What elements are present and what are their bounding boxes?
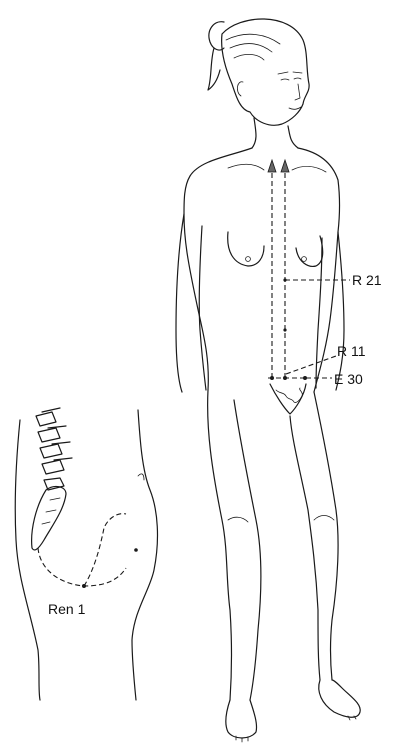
label-e30: E 30 bbox=[334, 371, 363, 387]
nipple-left bbox=[246, 257, 251, 262]
inset-navel bbox=[138, 474, 144, 480]
toes bbox=[236, 716, 356, 742]
ear bbox=[237, 82, 243, 96]
right-leg bbox=[290, 392, 338, 680]
sacrum-segments bbox=[42, 498, 60, 524]
breast-right bbox=[296, 236, 323, 266]
label-r11: R 11 bbox=[337, 343, 366, 359]
hair-strands bbox=[226, 34, 280, 60]
arrow-up-right bbox=[281, 160, 289, 172]
right-torso-edge bbox=[298, 148, 340, 392]
vertebrae bbox=[36, 408, 72, 490]
right-foot bbox=[319, 680, 360, 717]
knees bbox=[228, 516, 334, 523]
arrow-up-left bbox=[268, 160, 276, 172]
sacrum bbox=[32, 487, 66, 550]
label-r21: R 21 bbox=[352, 272, 382, 288]
inset-back-contour bbox=[15, 420, 40, 700]
point-dot-left bbox=[270, 376, 274, 380]
pubic-hair bbox=[276, 388, 302, 403]
face-features bbox=[278, 72, 302, 109]
neck bbox=[252, 118, 298, 148]
clavicles bbox=[228, 164, 326, 172]
left-arm bbox=[176, 214, 206, 392]
left-leg bbox=[208, 390, 261, 700]
label-ren1: Ren 1 bbox=[48, 601, 86, 617]
left-torso-edge bbox=[184, 148, 252, 390]
r11-leader bbox=[286, 356, 336, 374]
midline-dot bbox=[283, 328, 286, 331]
nipple-right bbox=[302, 257, 307, 262]
ren-meridian-lower bbox=[38, 548, 126, 586]
inset-front-contour bbox=[132, 410, 157, 700]
breast-left bbox=[228, 232, 264, 266]
hair-bun bbox=[208, 22, 224, 90]
standing-figure bbox=[176, 19, 360, 742]
inset-figure bbox=[15, 408, 157, 700]
inset-front-dot bbox=[134, 548, 138, 552]
left-foot bbox=[226, 700, 257, 738]
point-ren1-dot bbox=[82, 584, 86, 588]
point-r11-dot bbox=[283, 376, 287, 380]
ren-meridian-front bbox=[84, 514, 126, 586]
